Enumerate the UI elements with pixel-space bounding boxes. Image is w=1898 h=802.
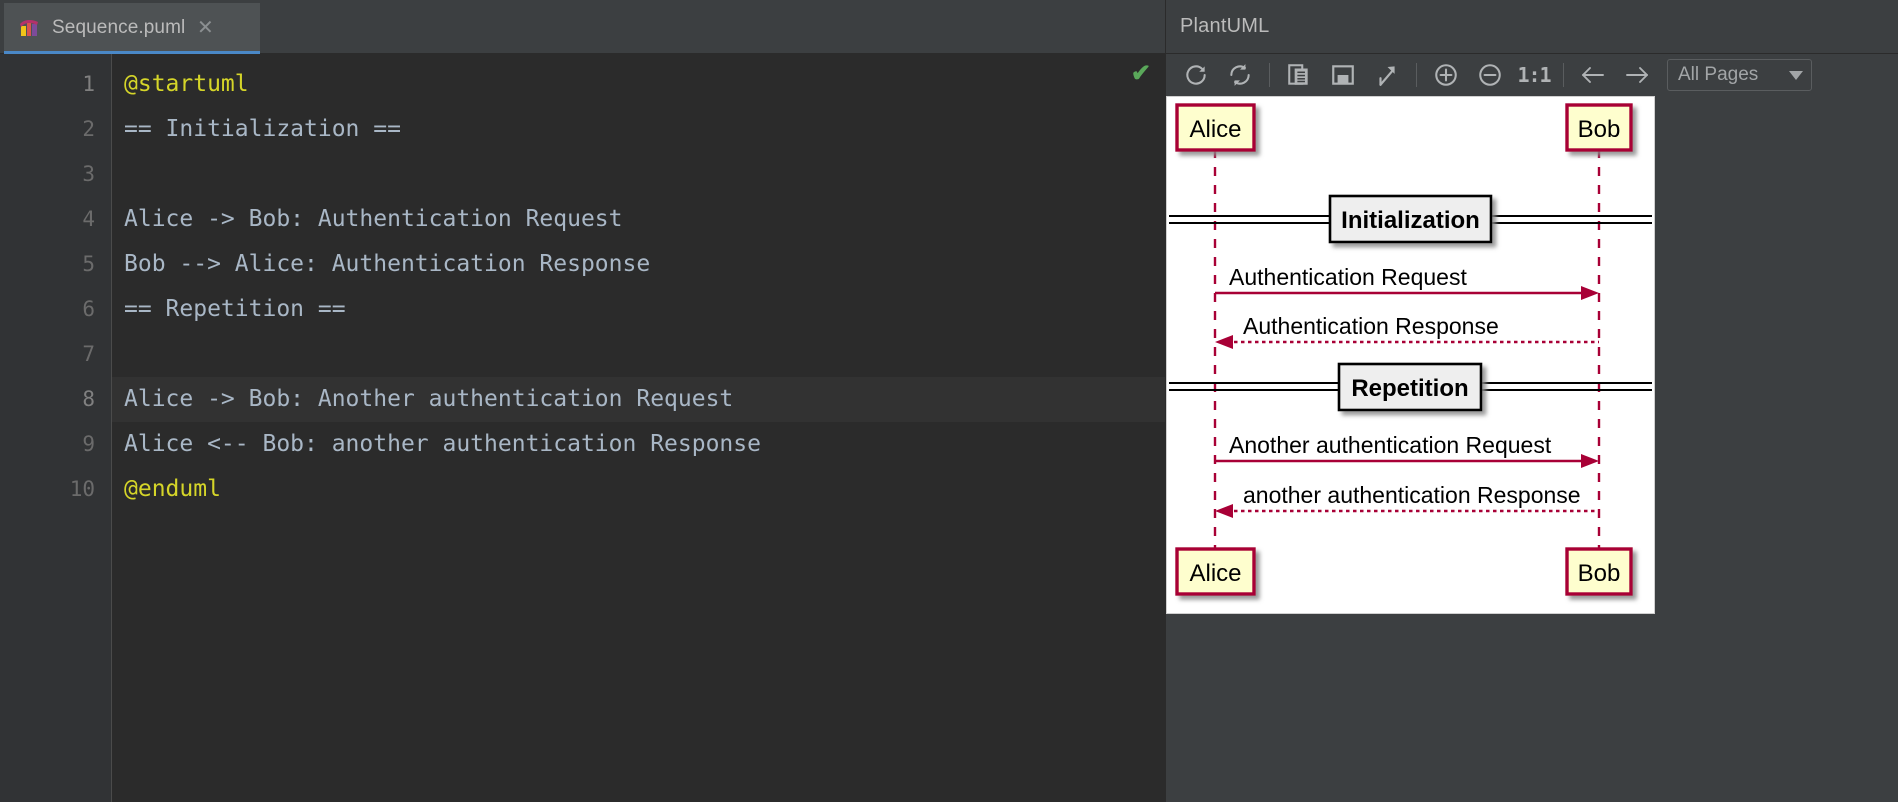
tool-window-header: PlantUML [1165,0,1898,54]
next-page-icon[interactable] [1615,57,1659,93]
divider-label: Initialization [1341,207,1480,234]
sequence-diagram: Initialization Repetition [1166,96,1655,614]
top-row: Sequence.puml ✕ PlantUML [0,0,1898,54]
zoom-in-icon[interactable] [1424,57,1468,93]
line-number: 5 [82,252,95,276]
divider-label: Repetition [1351,375,1468,402]
message-another-authentication-request: Another authentication Request [1215,432,1599,468]
editor-tab-sequence-puml[interactable]: Sequence.puml ✕ [4,3,260,53]
line-number: 1 [82,72,95,96]
message-label: Authentication Response [1243,313,1499,339]
page-selector-dropdown[interactable]: All Pages [1667,59,1812,91]
active-tab-underline [4,51,260,54]
line-number: 3 [82,162,95,186]
code-line: Alice -> Bob: Another authentication Req… [124,386,734,412]
toolbar-separator [1563,63,1564,87]
preview-toolbar: 1:1 All Pages [1166,54,1898,96]
actual-size-label: 1:1 [1517,63,1551,87]
message-label: Authentication Request [1229,264,1467,290]
message-label: Another authentication Request [1229,432,1552,458]
toolbar-separator [1269,63,1270,87]
diagram-canvas[interactable]: Initialization Repetition [1166,96,1898,802]
editor-tab-label: Sequence.puml [52,17,186,38]
divider-repetition: Repetition [1169,362,1652,412]
plantuml-preview-panel: 1:1 All Pages [1165,54,1898,802]
refresh-sync-icon[interactable] [1218,57,1262,93]
participant-alice-bottom: Alice [1175,547,1256,596]
tool-window-title: PlantUML [1180,15,1270,37]
checkmark-icon[interactable]: ✔ [1130,60,1151,87]
copy-icon[interactable] [1277,57,1321,93]
chevron-down-icon [1789,64,1803,86]
participant-label: Alice [1189,560,1241,587]
line-number: 9 [82,432,95,456]
reload-icon[interactable] [1174,57,1218,93]
toolbar-separator [1416,63,1417,87]
line-number: 4 [82,207,95,231]
main-row: 1 2 3 4 5 6 7 8 9 10 @startuml == Initia… [0,54,1898,802]
code-line: Alice <-- Bob: another authentication Re… [124,431,761,457]
open-external-icon[interactable] [1365,57,1409,93]
participant-bob-top: Bob [1565,103,1633,152]
code-line: Bob --> Alice: Authentication Response [124,251,651,277]
code-line: @enduml [124,476,221,502]
participant-label: Alice [1189,116,1241,143]
editor-tab-strip: Sequence.puml ✕ [0,0,1165,54]
line-number: 2 [82,117,95,141]
participant-label: Bob [1578,560,1621,587]
code-text-area[interactable]: @startuml == Initialization == Alice -> … [112,54,1165,802]
line-number: 10 [69,477,95,501]
close-icon[interactable]: ✕ [196,17,214,39]
message-authentication-request: Authentication Request [1215,264,1599,300]
divider-initialization: Initialization [1169,194,1652,244]
caret-line-highlight [112,377,1165,422]
line-number: 8 [82,387,95,411]
participant-alice-top: Alice [1175,103,1256,152]
plantuml-file-icon [18,17,40,39]
actual-size-icon[interactable]: 1:1 [1512,57,1556,93]
save-icon[interactable] [1321,57,1365,93]
line-number-gutter: 1 2 3 4 5 6 7 8 9 10 [0,54,112,802]
code-line: Alice -> Bob: Authentication Request [124,206,623,232]
participant-label: Bob [1578,116,1621,143]
code-line: == Repetition == [124,296,346,322]
page-selector-label: All Pages [1678,64,1759,85]
message-another-authentication-response: another authentication Response [1215,482,1599,518]
participant-bob-bottom: Bob [1565,547,1633,596]
zoom-out-icon[interactable] [1468,57,1512,93]
line-number: 7 [82,342,95,366]
code-line: @startuml [124,71,249,97]
previous-page-icon[interactable] [1571,57,1615,93]
message-label: another authentication Response [1243,482,1581,508]
message-authentication-response: Authentication Response [1215,313,1599,349]
line-number: 6 [82,297,95,321]
code-line: == Initialization == [124,116,401,142]
code-editor[interactable]: 1 2 3 4 5 6 7 8 9 10 @startuml == Initia… [0,54,1165,802]
